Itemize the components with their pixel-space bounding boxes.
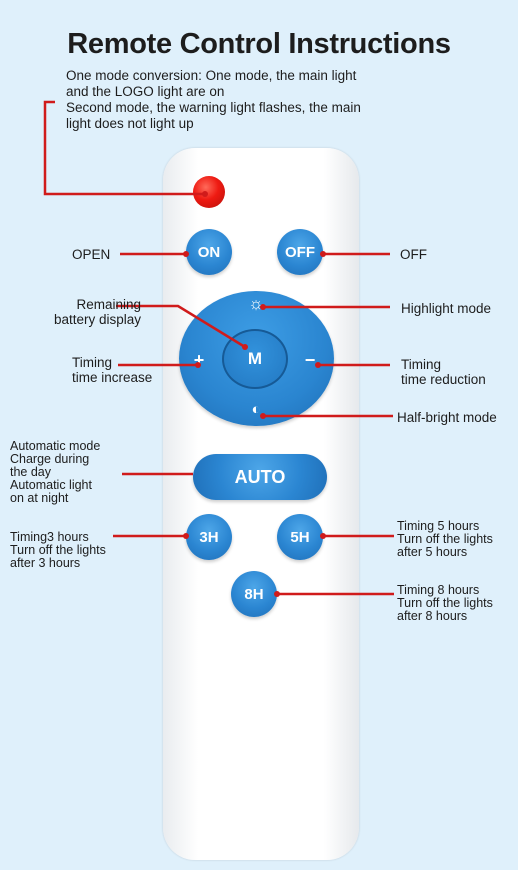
mode-note-line: Second mode, the warning light flashes, …	[66, 100, 361, 115]
pointer-dot	[242, 344, 248, 350]
timer-8h-button[interactable]: 8H	[231, 571, 277, 617]
plus-button[interactable]: +	[193, 350, 205, 370]
indicator-led	[193, 176, 225, 208]
mode-note-line: light does not light up	[66, 116, 194, 131]
pointer-dot	[202, 191, 208, 197]
battery-label: Remaining battery display	[53, 297, 141, 327]
led-pointer	[43, 100, 205, 196]
open-label: OPEN	[72, 247, 111, 262]
pointer-dot	[183, 251, 189, 257]
off-label: OFF	[400, 247, 427, 262]
timer-3h-button[interactable]: 3H	[186, 514, 232, 560]
pointer-dot	[260, 304, 266, 310]
half-bright-sun-icon[interactable]: ◐	[251, 401, 261, 418]
mode-note-line: One mode conversion: One mode, the main …	[66, 68, 357, 83]
mode-note-line: and the LOGO light are on	[66, 84, 225, 99]
minus-button[interactable]: −	[304, 350, 316, 370]
pointer-dot	[274, 591, 280, 597]
timing3-label: Timing3 hours Turn off the lights after …	[10, 530, 106, 570]
half-bright-label: Half-bright mode	[397, 410, 497, 425]
timer-5h-button[interactable]: 5H	[277, 514, 323, 560]
highlight-label: Highlight mode	[401, 301, 492, 316]
pointer-dot	[320, 251, 326, 257]
timing8-label: Timing 8 hours Turn off the lights after…	[397, 583, 493, 623]
on-button[interactable]: ON	[186, 229, 232, 275]
timing-reduction-label: Timing time reduction	[401, 357, 486, 387]
auto-button[interactable]: AUTO	[193, 454, 327, 500]
auto-mode-label: Automatic mode Charge during the day Aut…	[10, 439, 101, 505]
pointer-dot	[260, 413, 266, 419]
battery-pointer	[116, 304, 246, 349]
off-button[interactable]: OFF	[277, 229, 323, 275]
page-title: Remote Control Instructions	[67, 28, 451, 60]
pointer-dot	[195, 362, 201, 368]
mode-note: One mode conversion: One mode, the main …	[66, 68, 361, 132]
pointer-dot	[315, 362, 321, 368]
highlight-sun-icon[interactable]: ☼	[248, 294, 264, 313]
timing-increase-label: Timing time increase	[72, 355, 153, 385]
timing5-label: Timing 5 hours Turn off the lights after…	[397, 519, 493, 559]
pointer-dot	[183, 533, 189, 539]
pointer-dot	[320, 533, 326, 539]
